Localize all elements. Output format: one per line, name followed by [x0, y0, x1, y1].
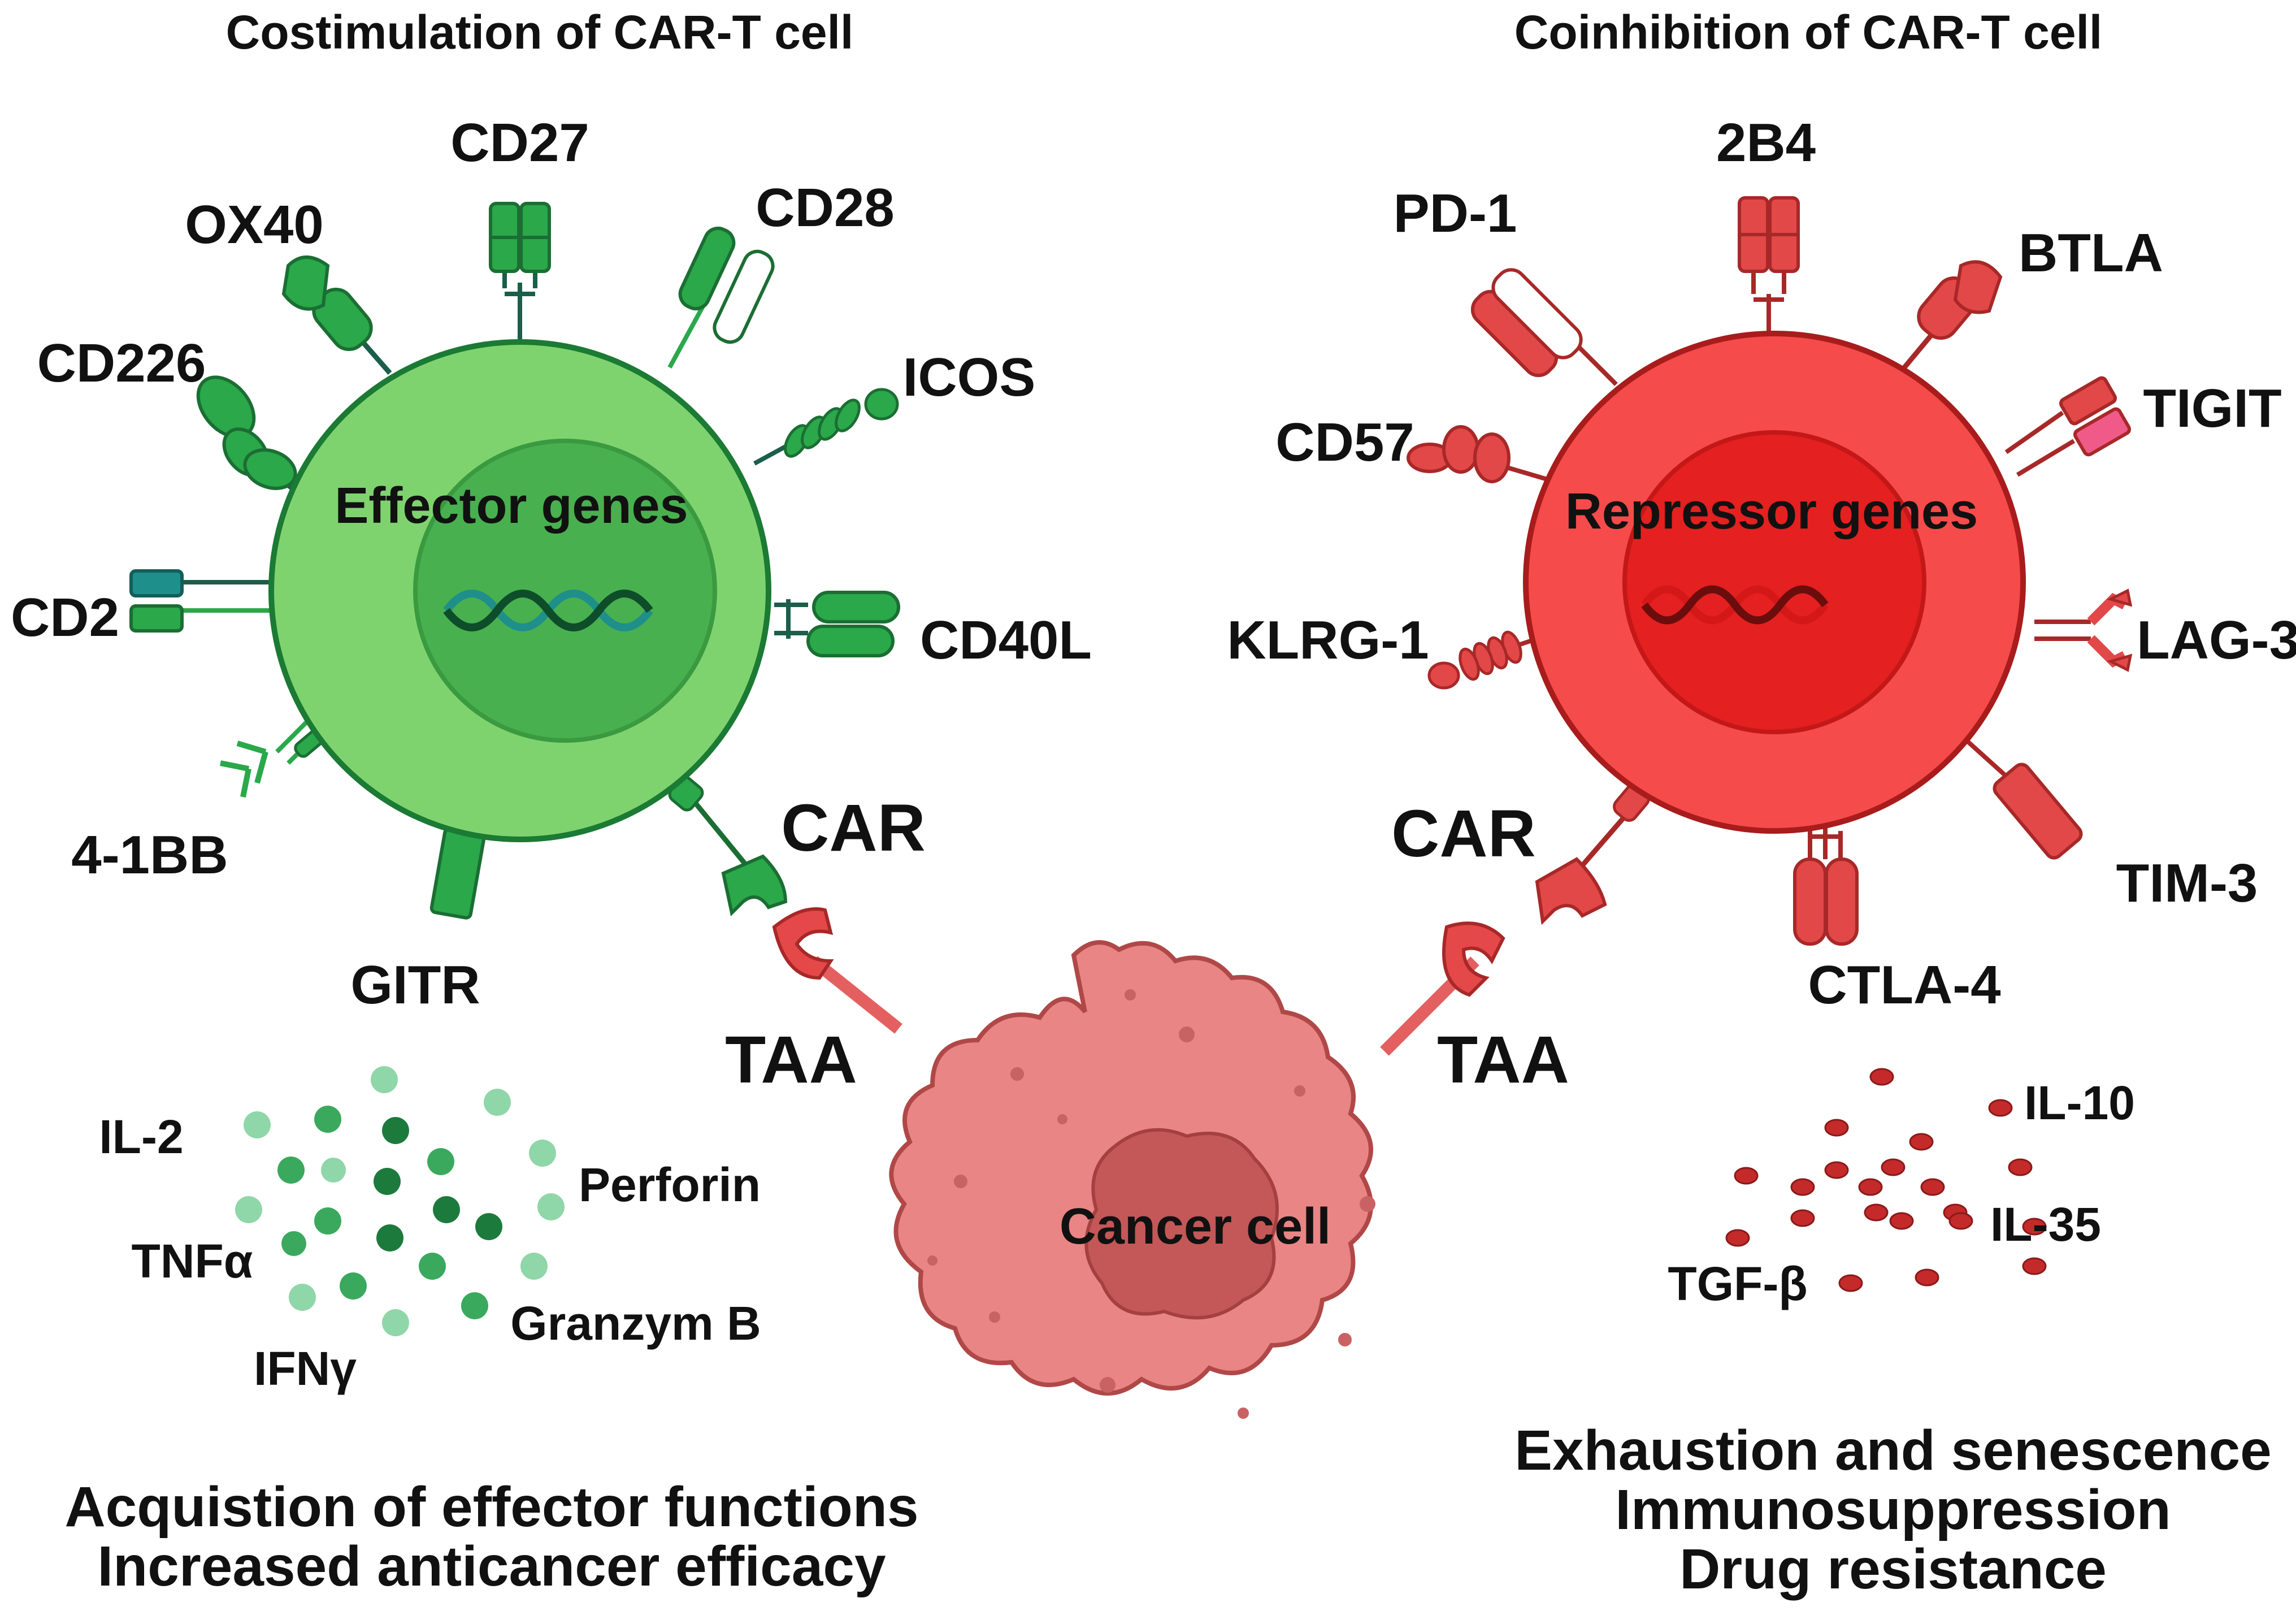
lag-3-label: LAG-3 — [2137, 610, 2296, 670]
tgf-beta-label: TGF-β — [1668, 1257, 1807, 1310]
right-car-label: CAR — [1391, 796, 1536, 871]
right-receptors — [1407, 196, 2133, 946]
cd40l-receptor — [774, 591, 900, 657]
cd27-receptor — [489, 202, 551, 345]
ifn-gamma-label: IFNγ — [254, 1342, 357, 1395]
btla-label: BTLA — [2019, 223, 2163, 283]
cancer-nucleus — [1084, 1128, 1279, 1320]
cd226-receptor — [196, 375, 298, 494]
tigit-receptor — [2004, 376, 2132, 477]
tnf-alpha-label: TNFα — [132, 1235, 253, 1288]
cd2-receptor — [129, 569, 271, 633]
cd2-label: CD2 — [11, 587, 119, 648]
tigit-label: TIGIT — [2143, 378, 2281, 439]
cd57-receptor — [1407, 425, 1552, 483]
2b4-receptor — [1738, 196, 1800, 348]
right-outcome-line-3: Drug resistance — [1679, 1538, 2107, 1601]
il-10-label: IL-10 — [2024, 1076, 2135, 1129]
perforin-label: Perforin — [579, 1158, 761, 1211]
right-car-t-cell: Repressor genes — [1523, 331, 2026, 834]
granzym-b-label: Granzym B — [510, 1297, 761, 1350]
left-taa-label: TAA — [725, 1023, 857, 1097]
effector-genes-label: Effector genes — [335, 478, 688, 534]
right-cytokine-dots — [1725, 1068, 2047, 1292]
repressor-genes-label: Repressor genes — [1565, 483, 1978, 540]
cd27-label: CD27 — [450, 112, 589, 173]
pd-1-receptor — [1470, 268, 1618, 386]
right-dna-icon — [1641, 585, 1829, 625]
pd-1-label: PD-1 — [1394, 183, 1517, 244]
left-dna-icon — [443, 590, 653, 631]
right-car-receptor — [1535, 783, 1650, 925]
cd28-label: CD28 — [756, 177, 894, 238]
left-car-receptor — [668, 776, 788, 917]
cd28-receptor — [667, 226, 775, 369]
cd40l-label: CD40L — [920, 610, 1092, 670]
btla-receptor — [1902, 260, 2003, 369]
4-1bb-label: 4-1BB — [71, 825, 228, 885]
cancer-cell: Cancer cell — [772, 907, 1505, 1419]
lag-3-receptor — [2034, 588, 2133, 672]
ctla-4-label: CTLA-4 — [1808, 955, 2000, 1015]
tim-3-label: TIM-3 — [2116, 853, 2258, 913]
ctla-4-receptor — [1793, 808, 1859, 946]
right-taa-icon — [1442, 921, 1505, 997]
right-title: Coinhibition of CAR-T cell — [1514, 6, 2103, 59]
left-receptors — [129, 202, 900, 920]
right-taa-label: TAA — [1437, 1023, 1569, 1097]
left-car-label: CAR — [781, 791, 926, 865]
cancer-cell-label: Cancer cell — [1060, 1198, 1331, 1255]
il-35-label: IL-35 — [1990, 1198, 2101, 1251]
left-title: Costimulation of CAR-T cell — [226, 6, 854, 59]
left-outcome-line-1: Acquistion of effector functions — [64, 1475, 918, 1539]
left-car-t-cell: Effector genes — [268, 339, 771, 842]
left-taa-stalk — [810, 956, 902, 1034]
gitr-label: GITR — [350, 955, 480, 1015]
tim-3-receptor — [1965, 739, 2083, 860]
left-taa-icon — [772, 907, 834, 980]
cd226-label: CD226 — [37, 333, 206, 393]
left-cytokine-dots — [235, 1066, 565, 1336]
right-outcome-line-1: Exhaustion and senescence — [1514, 1419, 2271, 1482]
icos-label: ICOS — [903, 347, 1036, 408]
ox40-label: OX40 — [185, 194, 323, 255]
2b4-label: 2B4 — [1716, 112, 1816, 173]
icos-receptor — [753, 388, 899, 466]
cd57-label: CD57 — [1275, 412, 1414, 473]
il-2-label: IL-2 — [99, 1110, 183, 1163]
left-outcome-line-2: Increased anticancer efficacy — [97, 1535, 886, 1598]
klrg-1-receptor — [1427, 630, 1538, 690]
klrg-1-label: KLRG-1 — [1227, 610, 1429, 670]
right-outcome-line-2: Immunosuppression — [1615, 1478, 2171, 1541]
ox40-receptor — [281, 255, 392, 375]
